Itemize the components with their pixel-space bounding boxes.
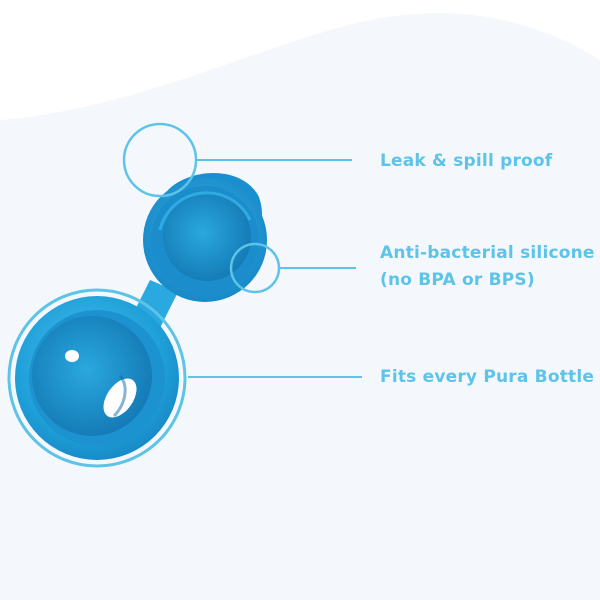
callout-circle-leak xyxy=(122,122,198,198)
bottle-ring xyxy=(15,296,179,460)
feature-subtext: (no BPA or BPS) xyxy=(380,270,535,290)
callout-circle-fits xyxy=(7,288,187,468)
callout-circle-silicone xyxy=(229,242,281,294)
background-wave xyxy=(0,13,600,600)
feature-text: Fits every Pura Bottle xyxy=(380,367,595,387)
feature-text: Anti-bacterial silicone xyxy=(380,243,595,263)
feature-text: Leak & spill proof xyxy=(380,151,553,171)
feature-label-fits-bottle: Fits every Pura Bottle xyxy=(380,364,594,391)
feature-label-silicone: Anti-bacterial silicone (no BPA or BPS) xyxy=(380,240,595,294)
cap-lid xyxy=(143,172,267,302)
feature-label-leak-proof: Leak & spill proof xyxy=(380,148,552,175)
